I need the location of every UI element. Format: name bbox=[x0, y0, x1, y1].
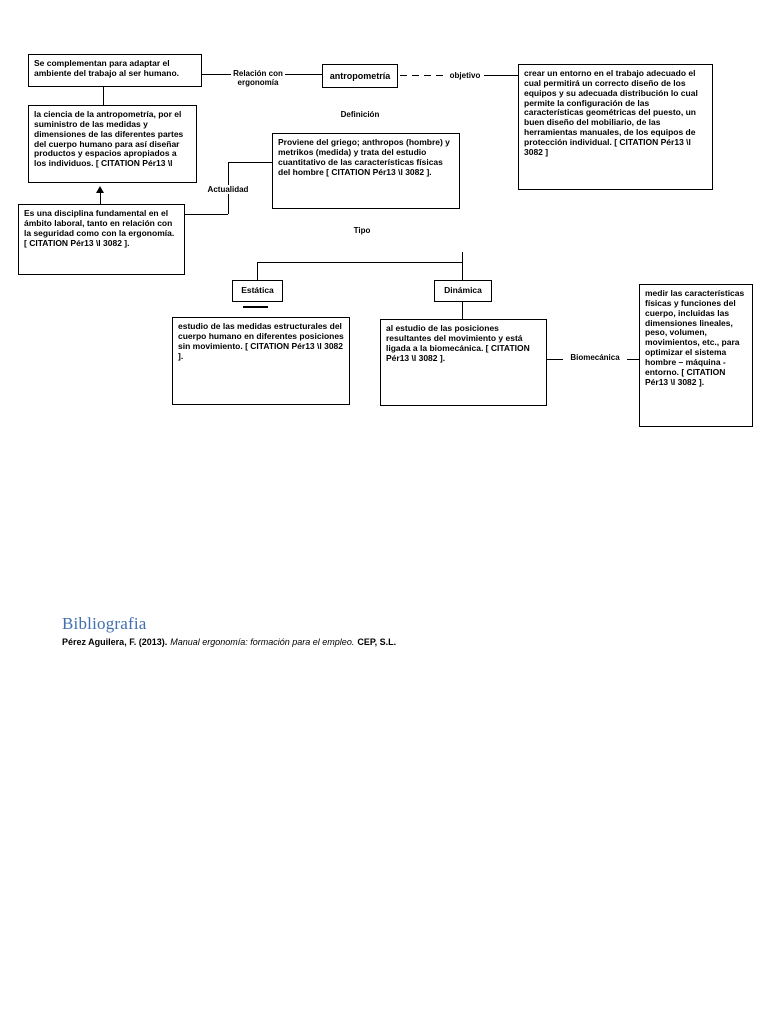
label-tipo: Tipo bbox=[347, 226, 377, 236]
node-objetivo-desc: crear un entorno en el trabajo adecuado … bbox=[518, 64, 713, 190]
node-ciencia: la ciencia de la antropometría, por el s… bbox=[28, 105, 197, 183]
node-medir: medir las características físicas y func… bbox=[639, 284, 753, 427]
connector-complementan-relacion bbox=[202, 74, 231, 75]
node-dinamica: Dinámica bbox=[434, 280, 492, 302]
connector-tipo-estatica bbox=[257, 262, 258, 280]
connector-disciplina-ciencia bbox=[100, 193, 101, 204]
label-objetivo: objetivo bbox=[446, 71, 484, 81]
label-biomecanica: Biomecánica bbox=[563, 353, 627, 363]
connector-antropometria-objetivo-dashed bbox=[400, 75, 446, 76]
node-estatica-desc: estudio de las medidas estructurales del… bbox=[172, 317, 350, 405]
bibliography-title: Manual ergonomía: formación para el empl… bbox=[170, 637, 355, 647]
connector-biomecanica-left bbox=[547, 359, 563, 360]
bibliography-heading: Bibliografia bbox=[62, 614, 147, 633]
connector-estatica-desc bbox=[243, 306, 268, 308]
bibliography-publisher: CEP, S.L. bbox=[357, 637, 397, 647]
connector-tipo-dinamica bbox=[462, 262, 463, 280]
connector-relacion-antropometria bbox=[285, 74, 322, 75]
connector-biomecanica-right bbox=[627, 359, 639, 360]
label-actualidad: Actualidad bbox=[204, 185, 252, 195]
label-relacion-con-ergonomia: Relación con ergonomía bbox=[231, 69, 285, 88]
node-disciplina: Es una disciplina fundamental en el ámbi… bbox=[18, 204, 185, 275]
connector-tipo-horizontal bbox=[257, 262, 463, 263]
node-dinamica-desc: al estudio de las posiciones resultantes… bbox=[380, 319, 547, 406]
connector-complementan-ciencia bbox=[103, 87, 104, 105]
connector-actualidad-top bbox=[228, 162, 272, 163]
connector-actualidad-bottom bbox=[185, 214, 228, 215]
connector-dinamica-desc bbox=[462, 302, 463, 319]
node-complementan: Se complementan para adaptar el ambiente… bbox=[28, 54, 202, 87]
label-definicion: Definición bbox=[330, 110, 390, 120]
node-estatica: Estática bbox=[232, 280, 283, 302]
connector-tipo-stub bbox=[462, 252, 463, 262]
bibliography-author: Pérez Aguilera, F. (2013). bbox=[62, 637, 168, 647]
node-proviene: Proviene del griego; anthropos (hombre) … bbox=[272, 133, 460, 209]
connector-objetivo-box bbox=[484, 75, 518, 76]
node-antropometria: antropometría bbox=[322, 64, 398, 88]
bibliography-entry: Pérez Aguilera, F. (2013).Manual ergonom… bbox=[62, 637, 396, 648]
arrowhead-up-icon bbox=[96, 186, 104, 193]
